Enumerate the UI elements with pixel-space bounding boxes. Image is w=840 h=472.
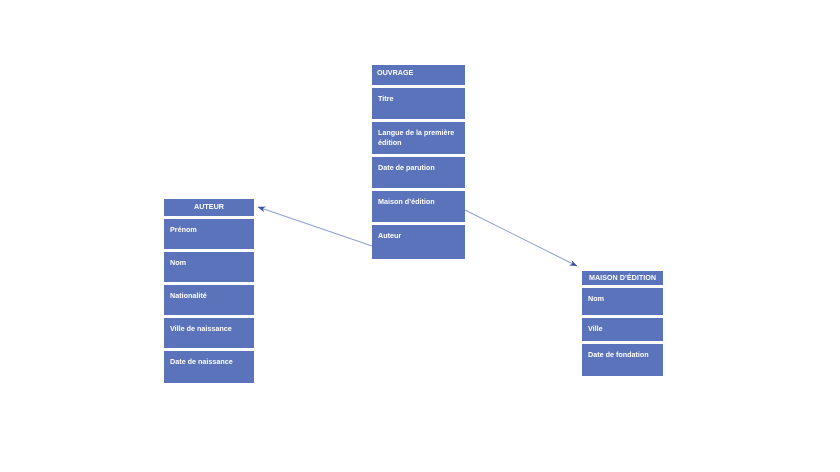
entity-field-row: Langue de la première édition — [372, 122, 465, 154]
entity-field-row: Ville — [582, 318, 663, 341]
entity-field-row: Prénom — [164, 219, 254, 249]
entity-field-row: Nom — [582, 288, 663, 315]
entity-ouvrage-title: OUVRAGE — [372, 65, 465, 85]
arrow-ouvrage-to-auteur — [257, 206, 373, 247]
entity-field-row: Date de fondation — [582, 344, 663, 376]
entity-maison-edition-title: MAISON D’ÉDITION — [582, 271, 663, 285]
entity-field-row: Date de naissance — [164, 351, 254, 383]
entity-field-row: Ville de naissance — [164, 318, 254, 348]
entity-field-row: Maison d’édition — [372, 191, 465, 222]
entity-field-row: Date de parution — [372, 157, 465, 188]
entity-field-row: Nationalité — [164, 285, 254, 315]
entity-field-row: Titre — [372, 88, 465, 119]
entity-field-row: Nom — [164, 252, 254, 282]
entity-auteur-title: AUTEUR — [164, 199, 254, 216]
arrow-ouvrage-to-maison-edition — [464, 209, 578, 267]
entity-field-row: Auteur — [372, 225, 465, 259]
